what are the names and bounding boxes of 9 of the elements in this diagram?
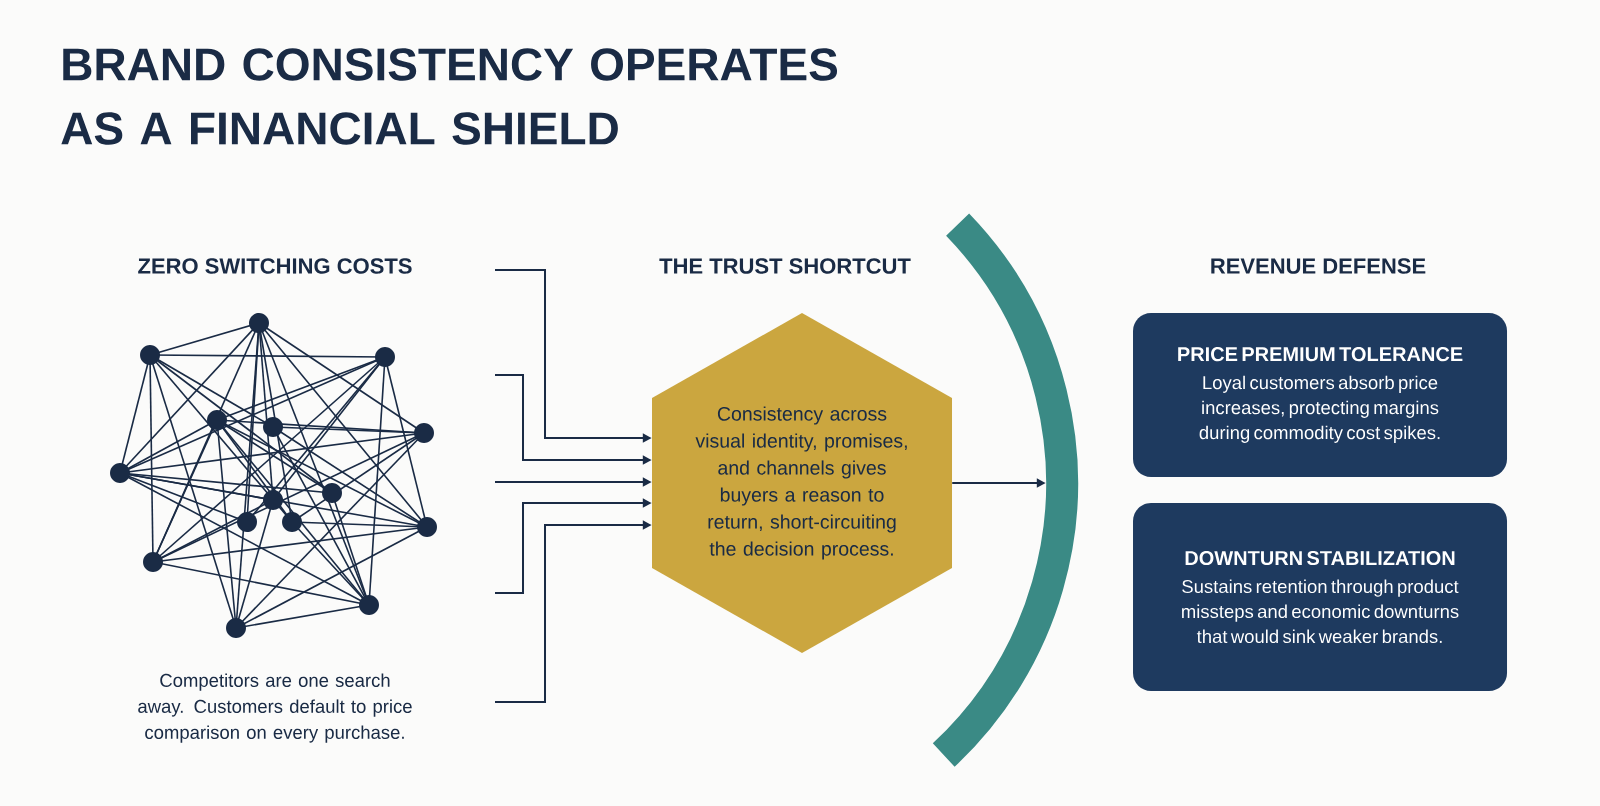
hexagon: Consistency across visual identity, promises, and channels gives buyers a reason to return, short-circuiting the decision process. bbox=[652, 313, 952, 653]
caption-text: Competitors are one search away. Customers default to price comparison on every purchase. bbox=[138, 673, 412, 743]
title: BRAND CONSISTENCY OPERATES AS A FINANCIAL SHIELD bbox=[61, 48, 838, 145]
info-card: PRICE PREMIUM TOLERANCE Loyal customers absorb price increases, protecting margins during commodity cost spikes. bbox=[1133, 313, 1507, 477]
section-heading: REVENUE DEFENSE bbox=[1211, 258, 1426, 274]
section-heading: ZERO SWITCHING COSTS bbox=[138, 258, 412, 274]
section-heading: THE TRUST SHORTCUT bbox=[659, 258, 911, 274]
info-card: DOWNTURN STABILIZATION Sustains retention through product missteps and economic downturns that would sink weaker brands. bbox=[1133, 503, 1507, 691]
shield-arc bbox=[932, 214, 1078, 767]
